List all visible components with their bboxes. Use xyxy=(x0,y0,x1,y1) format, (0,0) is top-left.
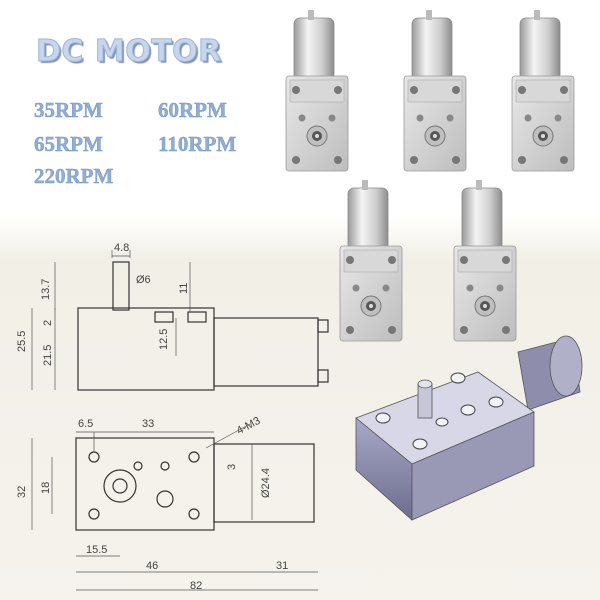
motor-photo xyxy=(339,179,403,342)
speed-option: 220RPM xyxy=(34,164,114,188)
dim-plate-height: 32 xyxy=(16,485,28,498)
dim-shaft-diameter: Ø6 xyxy=(136,274,151,286)
dim-offset: 3 xyxy=(226,463,238,470)
dim-hole-span: 33 xyxy=(142,418,155,430)
dim-total-length: 82 xyxy=(190,580,203,592)
dim-shaft-x: 15.5 xyxy=(86,544,108,556)
side-view-drawing xyxy=(77,261,329,391)
speed-option: 110RPM xyxy=(158,132,237,156)
dim-case-height: 21.5 xyxy=(42,344,54,366)
motor-photo xyxy=(453,179,517,342)
dim-hole-y: 18 xyxy=(40,481,52,494)
motor-photo xyxy=(285,9,349,172)
dim-motor-diameter: Ø24.4 xyxy=(260,468,272,498)
dim-motor-length: 31 xyxy=(276,560,289,572)
dim-motor-height: 12.5 xyxy=(158,328,170,350)
dim-shaft-length: 13.7 xyxy=(40,278,52,300)
cad-rendering xyxy=(355,335,583,521)
motor-photo xyxy=(511,9,575,172)
speed-option: 35RPM xyxy=(34,98,103,122)
speed-option: 60RPM xyxy=(158,98,227,122)
motor-photo xyxy=(403,9,467,172)
dim-gear-length: 46 xyxy=(146,560,159,572)
front-view-drawing xyxy=(75,437,315,531)
product-title: DC MOTOR xyxy=(36,34,222,70)
dim-flat-length: 11 xyxy=(178,282,190,294)
dim-overall-height: 25.5 xyxy=(16,330,28,352)
dim-shaft-offset: 4.8 xyxy=(114,242,130,254)
dim-hole-x: 6.5 xyxy=(78,418,94,430)
speed-option: 65RPM xyxy=(34,132,103,156)
dim-step: 2 xyxy=(42,319,54,326)
